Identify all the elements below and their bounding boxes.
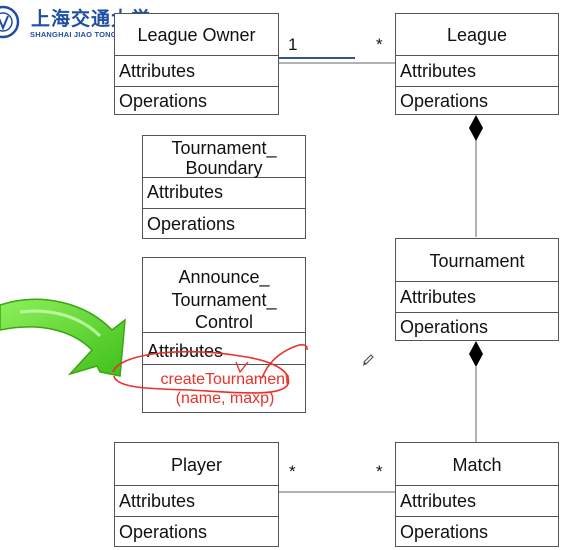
class-name-line-1: Announce_ [178, 267, 270, 287]
class-name: Match [452, 455, 502, 475]
class-league-owner: League Owner Attributes Operations [114, 13, 279, 115]
class-player: Player Attributes Operations [114, 442, 279, 547]
attributes-section: Attributes [143, 177, 305, 208]
class-name: Tournament [429, 251, 525, 271]
tournament-composition-diamond-icon [469, 341, 483, 367]
university-name-english: SHANGHAI JIAO TONG UNIVERSITY [30, 30, 167, 39]
university-seal-icon [0, 5, 20, 39]
attributes-section: Attributes [143, 332, 305, 364]
operations-section: Operations [143, 208, 305, 238]
operation-params: (name, maxp) [175, 390, 275, 407]
league-multiplicity-label: * [376, 35, 383, 54]
class-name: League [446, 25, 508, 45]
owner-multiplicity-label: 1 [288, 35, 298, 54]
operations-section: Operations [396, 516, 558, 548]
operation-name: createTournament [160, 371, 290, 388]
attributes-section: Attributes [396, 485, 558, 516]
attributes-section: Attributes [396, 55, 558, 86]
league-composition-diamond-icon [469, 115, 483, 141]
class-tournament: Tournament Attributes Operations [395, 238, 559, 341]
class-name: League Owner [137, 25, 256, 45]
operations-section: Operations [396, 86, 558, 116]
class-name: Tournament_ Boundary [143, 136, 305, 178]
class-name-line-2: Boundary [185, 158, 263, 178]
player-multiplicity-label: * [289, 462, 296, 481]
operations-section: Operations [115, 86, 278, 116]
class-name-line-2: Tournament_ [171, 289, 277, 310]
operations-section: Operations [115, 516, 278, 548]
class-name: Player [170, 455, 223, 475]
handwritten-operation-annotation: createTournament (name, maxp) [146, 370, 304, 408]
match-multiplicity-label: * [376, 462, 383, 481]
class-name: Announce_ Tournament_ Control [143, 258, 305, 332]
attributes-section: Attributes [396, 281, 558, 312]
class-match: Match Attributes Operations [395, 442, 559, 547]
attributes-section: Attributes [115, 55, 278, 86]
class-name-line-3: Control [194, 312, 254, 332]
class-tournament-boundary: Tournament_ Boundary Attributes Operatio… [142, 135, 306, 239]
class-name-line-1: Tournament_ [171, 138, 277, 158]
attributes-section: Attributes [115, 485, 278, 516]
class-league: League Attributes Operations [395, 13, 559, 115]
operations-section: Operations [396, 312, 558, 342]
